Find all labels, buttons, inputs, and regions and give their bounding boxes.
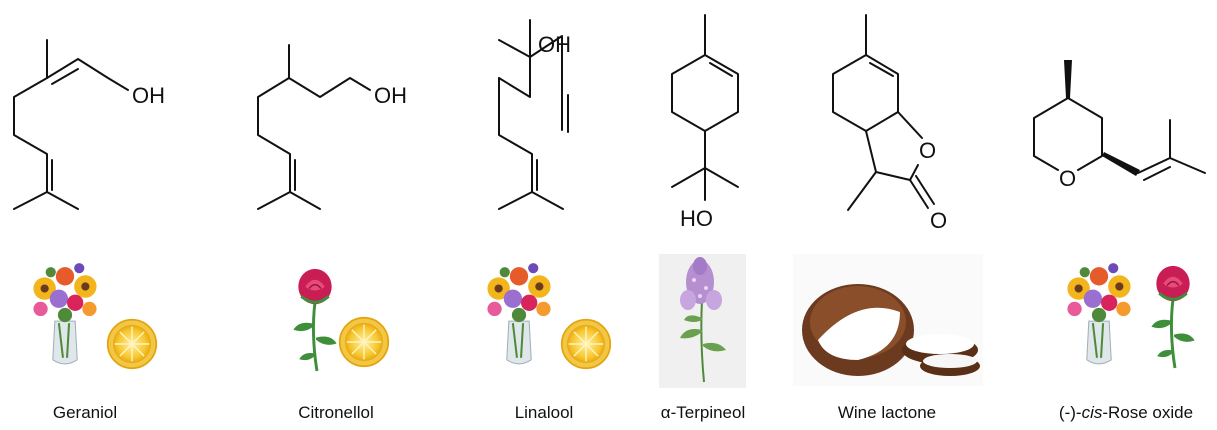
linalool-oh-label: OH xyxy=(538,32,571,57)
citronellol-structure: OH xyxy=(257,44,407,210)
flower-bouquet-icon xyxy=(486,262,552,365)
wine-lactone-name: Wine lactone xyxy=(837,403,937,422)
terpineol-icons xyxy=(659,254,746,388)
linalool-name: Linalool xyxy=(514,403,574,422)
rose-icon xyxy=(1149,264,1197,370)
lemon-slice-icon xyxy=(560,318,612,370)
lilac-icon xyxy=(680,257,726,383)
flower-bouquet-icon xyxy=(1066,262,1132,365)
rose-oxide-name-prefix: (-)- xyxy=(1058,403,1082,422)
wine-lactone-icons xyxy=(793,254,983,386)
linalool-icons xyxy=(486,262,612,370)
rose-oxide-name-italic: cis xyxy=(1081,403,1103,422)
rose-oxide-structure: O xyxy=(1033,60,1206,191)
citronellol-oh-label: OH xyxy=(374,83,407,108)
geraniol-icons xyxy=(32,262,158,370)
citronellol-name: Citronellol xyxy=(298,403,374,422)
wine-lactone-carbonyl-o-label: O xyxy=(930,208,947,233)
lemon-slice-icon xyxy=(106,318,158,370)
wine-lactone-structure: O O xyxy=(832,14,947,233)
citronellol-icons xyxy=(291,267,390,373)
coconut-icon xyxy=(802,284,980,376)
lemon-slice-icon xyxy=(338,316,390,368)
rose-icon xyxy=(291,267,339,373)
terpineol-structure: HO xyxy=(671,14,739,231)
terpineol-oh-label: HO xyxy=(680,206,713,231)
rose-oxide-icons xyxy=(1066,262,1197,370)
rose-oxide-o-label: O xyxy=(1059,166,1076,191)
wine-lactone-ring-o-label: O xyxy=(919,138,936,163)
rose-oxide-name-suffix: -Rose oxide xyxy=(1102,403,1194,422)
structures-canvas: OH OH OH HO xyxy=(13,14,1206,233)
geraniol-oh-label: OH xyxy=(132,83,165,108)
geraniol-structure: OH xyxy=(13,39,165,210)
terpineol-name: α-Terpineol xyxy=(660,403,746,422)
linalool-structure: OH xyxy=(498,19,571,210)
rose-oxide-name: (-)-cis-Rose oxide xyxy=(1059,403,1193,423)
geraniol-name: Geraniol xyxy=(52,403,118,422)
flower-bouquet-icon xyxy=(32,262,98,365)
